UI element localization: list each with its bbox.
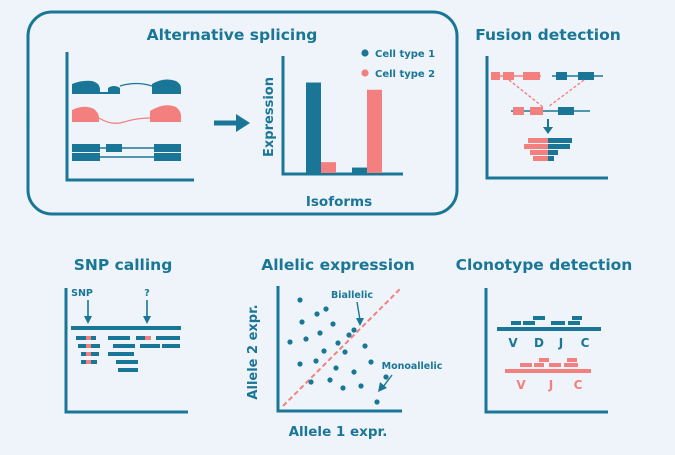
teal-segment-v: V: [508, 336, 518, 350]
bar-isoform-2-series-2: [367, 89, 382, 173]
scatter-point-10: [303, 336, 309, 342]
gene-a-model: [491, 72, 541, 80]
teal-segment-c: C: [581, 336, 590, 350]
alt-splicing-title: Alternative splicing: [147, 26, 318, 44]
unknown-pointer-arrow-icon: [143, 300, 151, 324]
pink-segment-v: V: [516, 378, 526, 392]
scatter-point-9: [335, 340, 341, 346]
scatter-point-21: [358, 383, 364, 389]
allele-2-axis-label: Allele 2 expr.: [246, 304, 261, 399]
scatter-point-4: [346, 332, 352, 338]
bar-isoform-1-series-1: [306, 82, 321, 173]
fusion-gene-model: [511, 107, 590, 115]
legend-dot-cell-type-2: [361, 69, 369, 77]
chart-legend: Cell type 1 Cell type 2: [361, 49, 435, 80]
allelic-scatter-points: [287, 297, 389, 405]
isoform-1-exon-1: [72, 144, 100, 152]
teal-segment-j: J: [558, 336, 563, 350]
isoform-2-exon-3: [154, 153, 181, 161]
legend-cell-type-1: Cell type 1: [375, 49, 435, 60]
scatter-point-6: [351, 327, 357, 333]
scatter-point-12: [342, 349, 348, 355]
scatter-point-5: [362, 343, 368, 349]
reference-genome: [71, 326, 181, 330]
scatter-point-22: [374, 399, 380, 405]
teal-junction-arc: [119, 82, 153, 87]
pink-coverage-exon-3: [150, 105, 181, 122]
teal-coverage-exon-1: [72, 80, 100, 94]
isoform-1-exon-3: [154, 144, 181, 152]
clonotype-axes: [484, 288, 608, 414]
allelic-expression-title: Allelic expression: [261, 256, 415, 274]
arrow-to-expression-icon: [214, 114, 250, 132]
fusion-link-a: [508, 79, 544, 108]
pink-segment-j: J: [548, 378, 553, 392]
scatter-point-23: [323, 306, 329, 312]
snp-calling-title: SNP calling: [74, 256, 173, 274]
gene-b-model: [552, 72, 603, 80]
scatter-point-16: [351, 369, 357, 375]
teal-coverage-exon-2: [108, 86, 120, 94]
allelic-axes: [276, 286, 402, 413]
scatter-point-24: [287, 339, 293, 345]
expression-bar-chart: Expression Isoforms: [262, 56, 403, 210]
scatter-point-18: [308, 379, 314, 385]
teal-coverage-exon-3: [152, 79, 181, 94]
scatter-point-3: [330, 321, 336, 327]
teal-receptor-reads: [511, 316, 582, 325]
monoallelic-label: Monoallelic: [382, 361, 443, 372]
biallelic-arrow-icon: [356, 301, 364, 326]
isoform-1-exon-2: [106, 144, 122, 152]
clonotype-detection-title: Clonotype detection: [456, 256, 633, 274]
snp-aligned-reads: [76, 336, 180, 372]
pink-receptor-line: [505, 369, 591, 373]
scatter-point-8: [317, 330, 323, 336]
scatter-point-14: [313, 358, 319, 364]
scatter-point-7: [299, 319, 305, 325]
allele-1-axis-label: Allele 1 expr.: [289, 424, 388, 440]
bar-chart-x-label: Isoforms: [306, 194, 372, 210]
scatter-point-15: [333, 365, 339, 371]
snp-pointer-arrow-icon: [84, 300, 92, 324]
biallelic-label: Biallelic: [331, 290, 373, 301]
bar-isoform-1-series-2: [321, 162, 336, 173]
teal-coverage-link: [100, 92, 108, 94]
allelic-diagonal: [282, 288, 401, 407]
bar-isoform-2-series-1: [352, 167, 367, 173]
scatter-point-17: [327, 377, 333, 383]
bar-chart-y-label: Expression: [262, 77, 277, 157]
scatter-point-25: [383, 374, 389, 380]
fusion-detection-title: Fusion detection: [475, 26, 621, 44]
coverage-axes: [65, 52, 194, 182]
scatter-point-13: [297, 361, 303, 367]
legend-dot-cell-type-1: [361, 49, 369, 57]
bar-chart-axes: [281, 56, 403, 176]
pink-segment-c: C: [574, 378, 583, 392]
teal-receptor-line: [497, 327, 601, 331]
isoform-2-exon-1: [72, 153, 100, 161]
teal-segment-d: D: [534, 336, 544, 350]
fusion-link-b: [547, 79, 585, 108]
fusion-down-arrow-icon: [543, 119, 553, 134]
alt-splicing-frame: [26, 10, 459, 216]
scatter-point-1: [297, 297, 303, 303]
snp-label: SNP: [71, 288, 93, 299]
scatter-point-19: [340, 385, 346, 391]
pink-junction-arc: [98, 117, 151, 124]
fusion-axes: [485, 56, 608, 180]
scatter-point-11: [321, 348, 327, 354]
pink-coverage-exon-1: [72, 106, 99, 122]
bar-group: [306, 82, 382, 173]
pink-receptor-reads: [520, 358, 578, 367]
legend-cell-type-2: Cell type 2: [375, 69, 435, 80]
monoallelic-arrow-icon: [378, 374, 393, 392]
unknown-variant-label: ?: [144, 288, 150, 299]
snp-axes: [64, 288, 188, 414]
scatter-point-2: [314, 311, 320, 317]
scatter-point-20: [368, 359, 374, 365]
fusion-reads: [524, 138, 572, 161]
